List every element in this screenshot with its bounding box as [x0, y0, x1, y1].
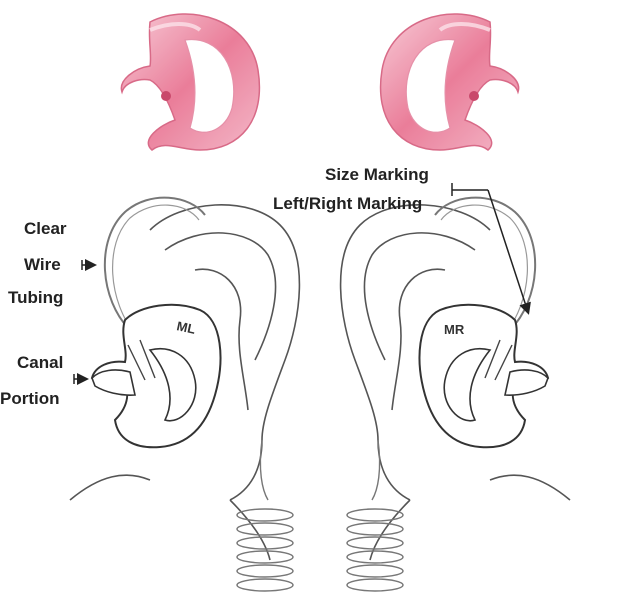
label-portion: Portion	[0, 389, 60, 408]
left-earmold-photo	[120, 13, 261, 151]
label-canal: Canal	[17, 353, 64, 372]
marking-leader	[451, 183, 531, 315]
label-wire: Wire	[24, 255, 61, 274]
wire-leader	[81, 259, 97, 271]
label-tubing: Tubing	[8, 288, 64, 307]
right-ear-drawing	[339, 196, 571, 592]
left-mark-text: ML	[175, 318, 197, 337]
label-clear: Clear	[24, 219, 67, 238]
label-left-right-marking: Left/Right Marking	[273, 194, 423, 213]
right-mark-text: MR	[444, 322, 465, 337]
left-ear-drawing	[69, 196, 301, 592]
canal-leader	[73, 373, 89, 385]
right-earmold-photo	[379, 13, 520, 151]
label-size-marking: Size Marking	[325, 165, 429, 184]
